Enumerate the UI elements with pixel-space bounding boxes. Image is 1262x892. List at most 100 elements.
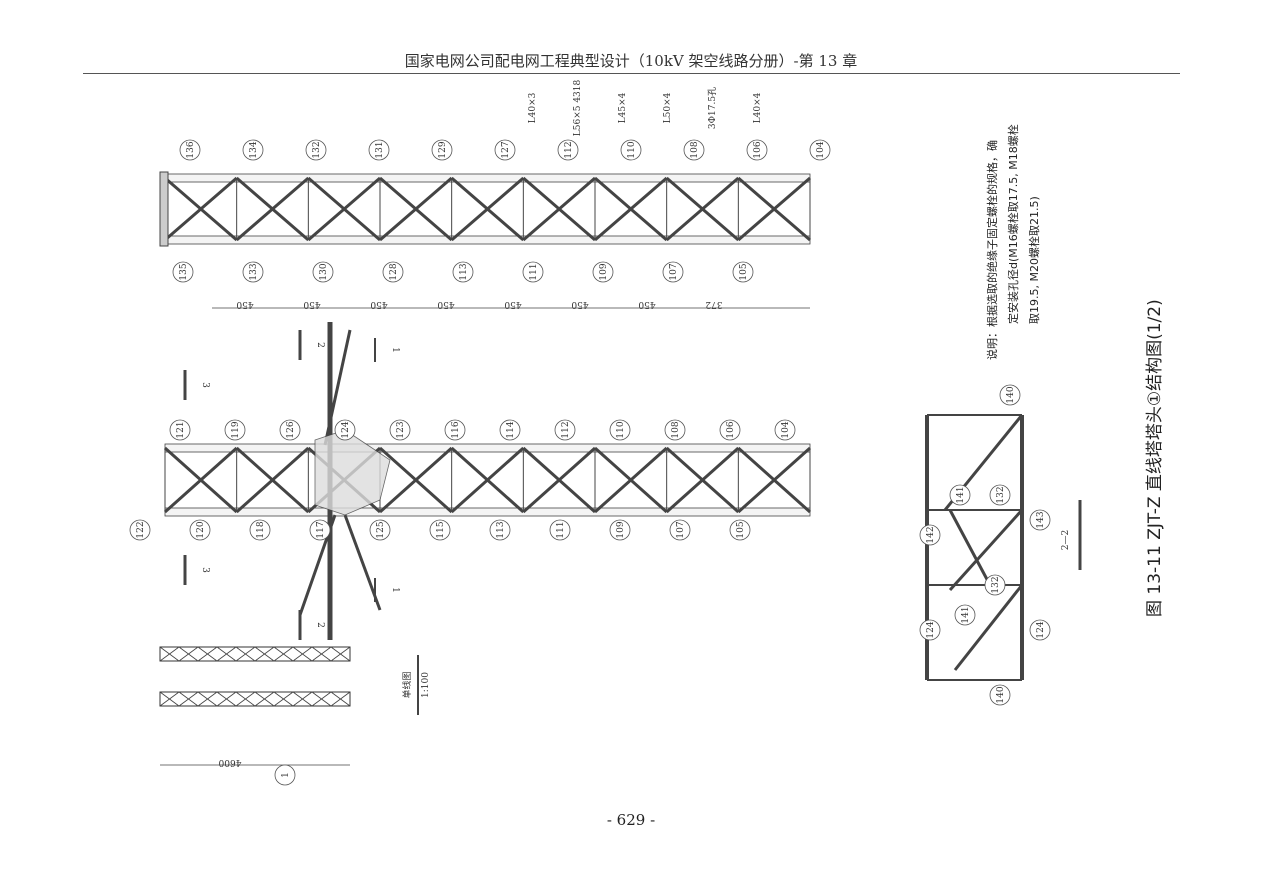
part-number: 132: [312, 141, 322, 158]
part-number: 136: [186, 141, 196, 158]
part-number: 141: [961, 606, 971, 623]
part-number: 113: [459, 263, 469, 280]
single-line-brace: [330, 646, 351, 662]
part-number-bubble: [312, 261, 334, 283]
single-line-brace: [254, 691, 275, 707]
part-number-bubble: [729, 519, 751, 541]
part-number: 111: [529, 263, 539, 280]
part-number-bubble: [592, 261, 614, 283]
part-number-bubble: [494, 139, 516, 161]
dimension-label: L40×3: [528, 92, 538, 123]
dimension-label: 3Φ17.5孔: [707, 87, 718, 129]
part-number: 121: [176, 421, 186, 438]
part-number-bubble: [683, 139, 705, 161]
part-number: 114: [506, 421, 516, 438]
diagonal-brace: [307, 176, 381, 242]
single-line-brace: [159, 646, 180, 662]
dimension-label: 450: [303, 299, 320, 309]
dimension-label: 450: [504, 299, 521, 309]
single-line-brace: [178, 646, 199, 662]
dimension-label: L56×5 4318: [573, 79, 583, 136]
part-number: 124: [341, 421, 351, 438]
part-number: 127: [501, 141, 511, 158]
part-number: 135: [179, 263, 189, 280]
part-number-bubble: [242, 139, 264, 161]
diagonal-brace: [450, 446, 525, 514]
dimension-label: 450: [571, 299, 588, 309]
single-line-brace: [159, 691, 180, 707]
diagonal-brace: [594, 446, 668, 514]
part-number-bubble: [274, 764, 296, 786]
diagonal-brace: [235, 446, 310, 514]
part-number: 105: [739, 263, 749, 280]
part-number-bubble: [172, 261, 194, 283]
part-number: 105: [736, 521, 746, 538]
dimension-label: 450: [370, 299, 387, 309]
part-number-bubble: [305, 139, 327, 161]
part-number-bubble: [169, 419, 191, 441]
section-diagonal: [948, 508, 1024, 592]
part-number: 140: [996, 686, 1006, 703]
dimension-label: 450: [236, 299, 253, 309]
part-number: 126: [286, 421, 296, 438]
part-number-bubble: [369, 519, 391, 541]
part-number-bubble: [499, 419, 521, 441]
dimension-label: L40×4: [753, 92, 763, 123]
dimension-label: 4600: [218, 757, 241, 767]
part-number-bubble: [129, 519, 151, 541]
single-line-brace: [235, 646, 256, 662]
part-number: 125: [376, 521, 386, 538]
diagonal-brace: [594, 176, 668, 242]
diagonal-brace: [235, 176, 310, 242]
part-number-bubble: [620, 139, 642, 161]
dimension-label: 3: [200, 382, 210, 388]
part-number: 123: [396, 421, 406, 438]
part-number-bubble: [664, 419, 686, 441]
diagonal-brace: [665, 176, 740, 242]
single-line-brace: [311, 691, 332, 707]
single-line-brace: [273, 691, 294, 707]
note-line: 定安装孔径d(M16螺栓取17.5, M18螺栓: [1007, 124, 1020, 324]
notes: 说明：根据选取的绝缘子固定螺栓的规格，确 定安装孔径d(M16螺栓取17.5, …: [982, 124, 1045, 360]
diagonal-brace: [665, 446, 740, 514]
dimension-label: 1: [390, 587, 400, 593]
note-line: 说明：根据选取的绝缘子固定螺栓的规格，确: [986, 140, 999, 360]
single-line-brace: [292, 691, 313, 707]
part-number-bubble: [989, 484, 1011, 506]
diagonal-brace: [164, 446, 238, 514]
top-chord: [164, 173, 811, 183]
part-number: 119: [231, 421, 241, 438]
top-chord: [164, 443, 811, 453]
bottom-chord: [164, 235, 811, 245]
single-line-brace: [197, 691, 218, 707]
part-number: 122: [136, 521, 146, 538]
dimension-label: 450: [437, 299, 454, 309]
part-number-bubble: [189, 519, 211, 541]
dimension-label: 3: [200, 567, 210, 573]
part-number-bubble: [249, 519, 271, 541]
part-number: 133: [249, 263, 259, 280]
part-number: 108: [671, 421, 681, 438]
dimension-label: 2: [315, 622, 325, 628]
diagonal-brace: [379, 176, 453, 242]
part-number-bubble: [732, 261, 754, 283]
dimension-label: 1:100: [421, 672, 431, 698]
single-line-brace: [235, 691, 256, 707]
part-number-bubble: [999, 384, 1021, 406]
gusset-plate: [314, 429, 391, 516]
part-number-bubble: [919, 524, 941, 546]
part-number-bubble: [949, 484, 971, 506]
single-line-brace: [330, 691, 351, 707]
part-number-bubble: [429, 519, 451, 541]
part-number-bubble: [368, 139, 390, 161]
part-number-bubble: [669, 519, 691, 541]
part-number-bubble: [489, 519, 511, 541]
diagonal-brace: [522, 446, 596, 514]
diagonal-brace: [737, 446, 811, 514]
section-diagonal: [953, 584, 1024, 671]
single-line-brace: [178, 691, 199, 707]
diagonal-brace: [737, 176, 811, 242]
part-number: 110: [616, 421, 626, 438]
part-number: 130: [319, 263, 329, 280]
